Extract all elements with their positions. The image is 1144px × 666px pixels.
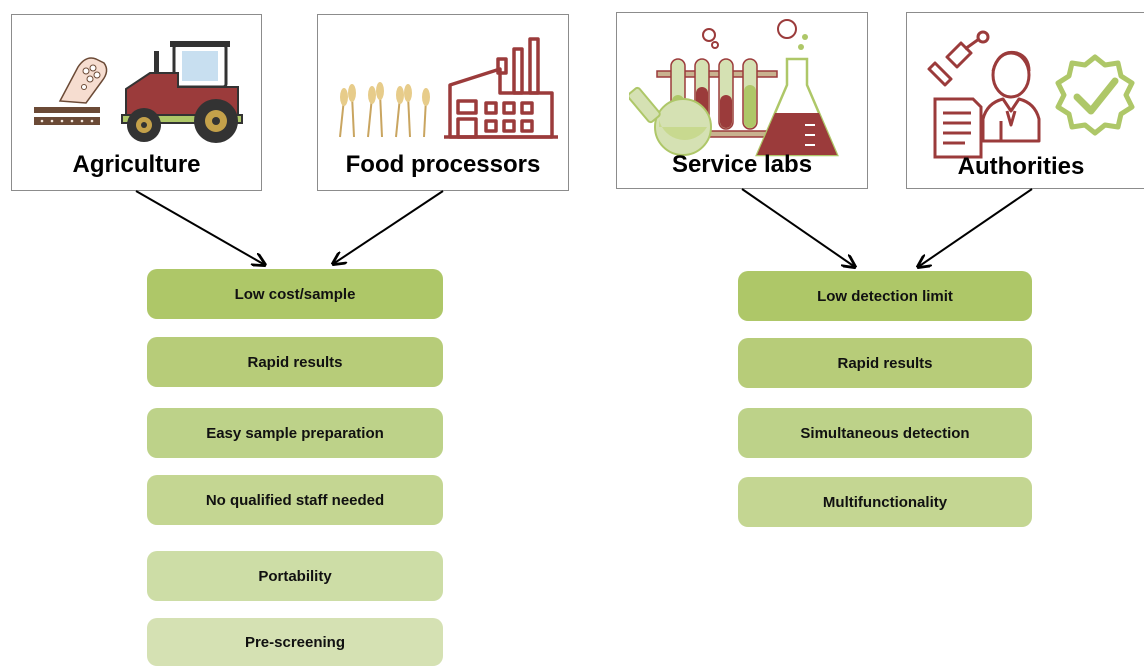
wheat-factory-icon xyxy=(339,37,558,139)
authorities-card: Authorities xyxy=(906,12,1144,189)
requirement-low-detection-limit: Low detection limit xyxy=(738,271,1032,321)
requirement-multifunctionality: Multifunctionality xyxy=(738,477,1032,527)
agriculture-title: Agriculture xyxy=(72,151,201,178)
lab-glassware-icon xyxy=(629,19,839,157)
arrow-agriculture xyxy=(135,190,265,265)
food-processors-card: Food processors xyxy=(317,14,569,191)
service-labs-title: Service labs xyxy=(671,151,813,178)
agriculture-card: Agriculture xyxy=(11,14,262,191)
arrow-service-labs xyxy=(741,188,855,267)
arrow-food-processors xyxy=(333,190,444,264)
farming-tractor-icon xyxy=(34,41,243,143)
food-processors-title: Food processors xyxy=(345,151,541,178)
requirement-rapid-results-right: Rapid results xyxy=(738,338,1032,388)
requirement-no-qualified-staff: No qualified staff needed xyxy=(147,475,443,525)
requirement-pre-screening: Pre-screening xyxy=(147,618,443,666)
arrow-authorities xyxy=(918,188,1033,267)
requirement-low-cost: Low cost/sample xyxy=(147,269,443,319)
requirement-portability: Portability xyxy=(147,551,443,601)
official-approval-icon xyxy=(927,30,1135,159)
requirement-simultaneous-detection: Simultaneous detection xyxy=(738,408,1032,458)
authorities-title: Authorities xyxy=(957,153,1085,180)
service-labs-card: Service labs xyxy=(616,12,868,189)
requirement-rapid-results-left: Rapid results xyxy=(147,337,443,387)
requirement-easy-sample-prep: Easy sample preparation xyxy=(147,408,443,458)
